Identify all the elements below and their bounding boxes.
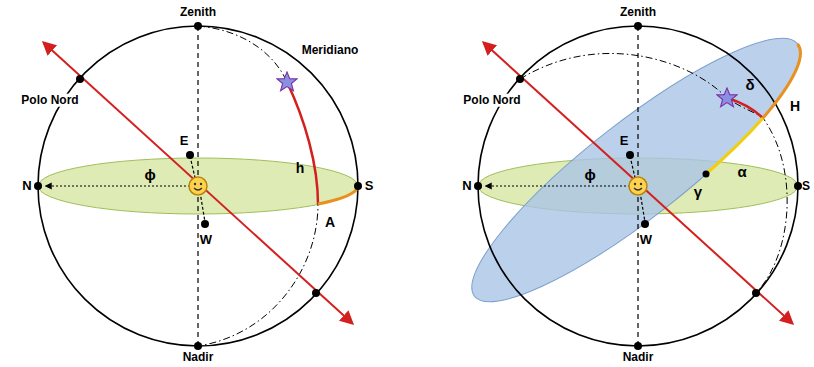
vernal-point bbox=[703, 171, 710, 178]
sphere-point-label: Zenith bbox=[179, 6, 217, 19]
angle-symbol: h bbox=[295, 161, 306, 176]
north-direction bbox=[486, 185, 630, 186]
zenith-point bbox=[194, 22, 202, 30]
north-pole-point bbox=[516, 75, 524, 83]
altitude-arc bbox=[287, 82, 318, 204]
west-point bbox=[641, 220, 649, 228]
angle-symbol: δ bbox=[744, 77, 755, 93]
vertical-circle bbox=[198, 26, 318, 346]
cardinal-label: W bbox=[639, 233, 653, 247]
polar-axis bbox=[44, 43, 352, 323]
south-pole-point bbox=[312, 289, 320, 297]
angle-symbol: γ bbox=[693, 184, 703, 200]
hour-circle bbox=[520, 53, 787, 293]
angle-symbol: ϕ bbox=[583, 167, 596, 183]
angle-symbol: A bbox=[324, 215, 336, 230]
cardinal-label: N bbox=[461, 179, 472, 193]
observer-symbol bbox=[629, 177, 647, 195]
meridian-circle bbox=[38, 26, 358, 346]
left-sphere bbox=[34, 22, 362, 350]
declination-arc bbox=[727, 98, 763, 118]
circle-name-label: Meridiano bbox=[301, 44, 360, 57]
north-direction bbox=[46, 185, 190, 186]
east-point bbox=[186, 151, 194, 159]
sphere-point-label: Nadir bbox=[182, 351, 215, 364]
south-pole-point bbox=[752, 289, 760, 297]
star-symbol bbox=[717, 88, 737, 107]
azimuth-arc bbox=[318, 186, 358, 204]
nadir-point bbox=[634, 342, 642, 350]
cardinal-label: W bbox=[199, 233, 213, 247]
west-direction bbox=[640, 192, 645, 222]
sphere-point-label: Zenith bbox=[619, 6, 657, 19]
sphere-point-label: Polo Nord bbox=[462, 94, 521, 107]
south-point bbox=[794, 182, 802, 190]
star-symbol bbox=[277, 72, 297, 91]
north-point bbox=[474, 182, 482, 190]
right-sphere bbox=[445, 6, 814, 350]
west-direction bbox=[200, 192, 205, 222]
right-ascension-arc bbox=[706, 118, 763, 174]
sphere-point-label: Nadir bbox=[622, 351, 655, 364]
angle-symbol: H bbox=[789, 99, 801, 114]
west-point bbox=[201, 220, 209, 228]
south-point bbox=[354, 182, 362, 190]
observer-symbol bbox=[189, 177, 207, 195]
east-point bbox=[626, 151, 634, 159]
zenith-point bbox=[634, 22, 642, 30]
horizon-plane bbox=[38, 158, 358, 214]
meridian-circle bbox=[478, 26, 798, 346]
angle-symbol: α bbox=[736, 164, 747, 180]
cardinal-label: E bbox=[179, 134, 190, 148]
cardinal-label: E bbox=[619, 134, 630, 148]
north-point bbox=[34, 182, 42, 190]
polar-axis bbox=[484, 43, 792, 323]
cardinal-label: S bbox=[364, 179, 375, 193]
hour-angle-arc bbox=[763, 44, 800, 118]
nadir-point bbox=[194, 342, 202, 350]
angle-symbol: ϕ bbox=[143, 167, 156, 183]
north-pole-point bbox=[76, 75, 84, 83]
cardinal-label: N bbox=[21, 179, 32, 193]
sphere-point-label: Polo Nord bbox=[20, 94, 79, 107]
cardinal-label: S bbox=[801, 180, 811, 193]
equator-plane bbox=[445, 6, 814, 334]
